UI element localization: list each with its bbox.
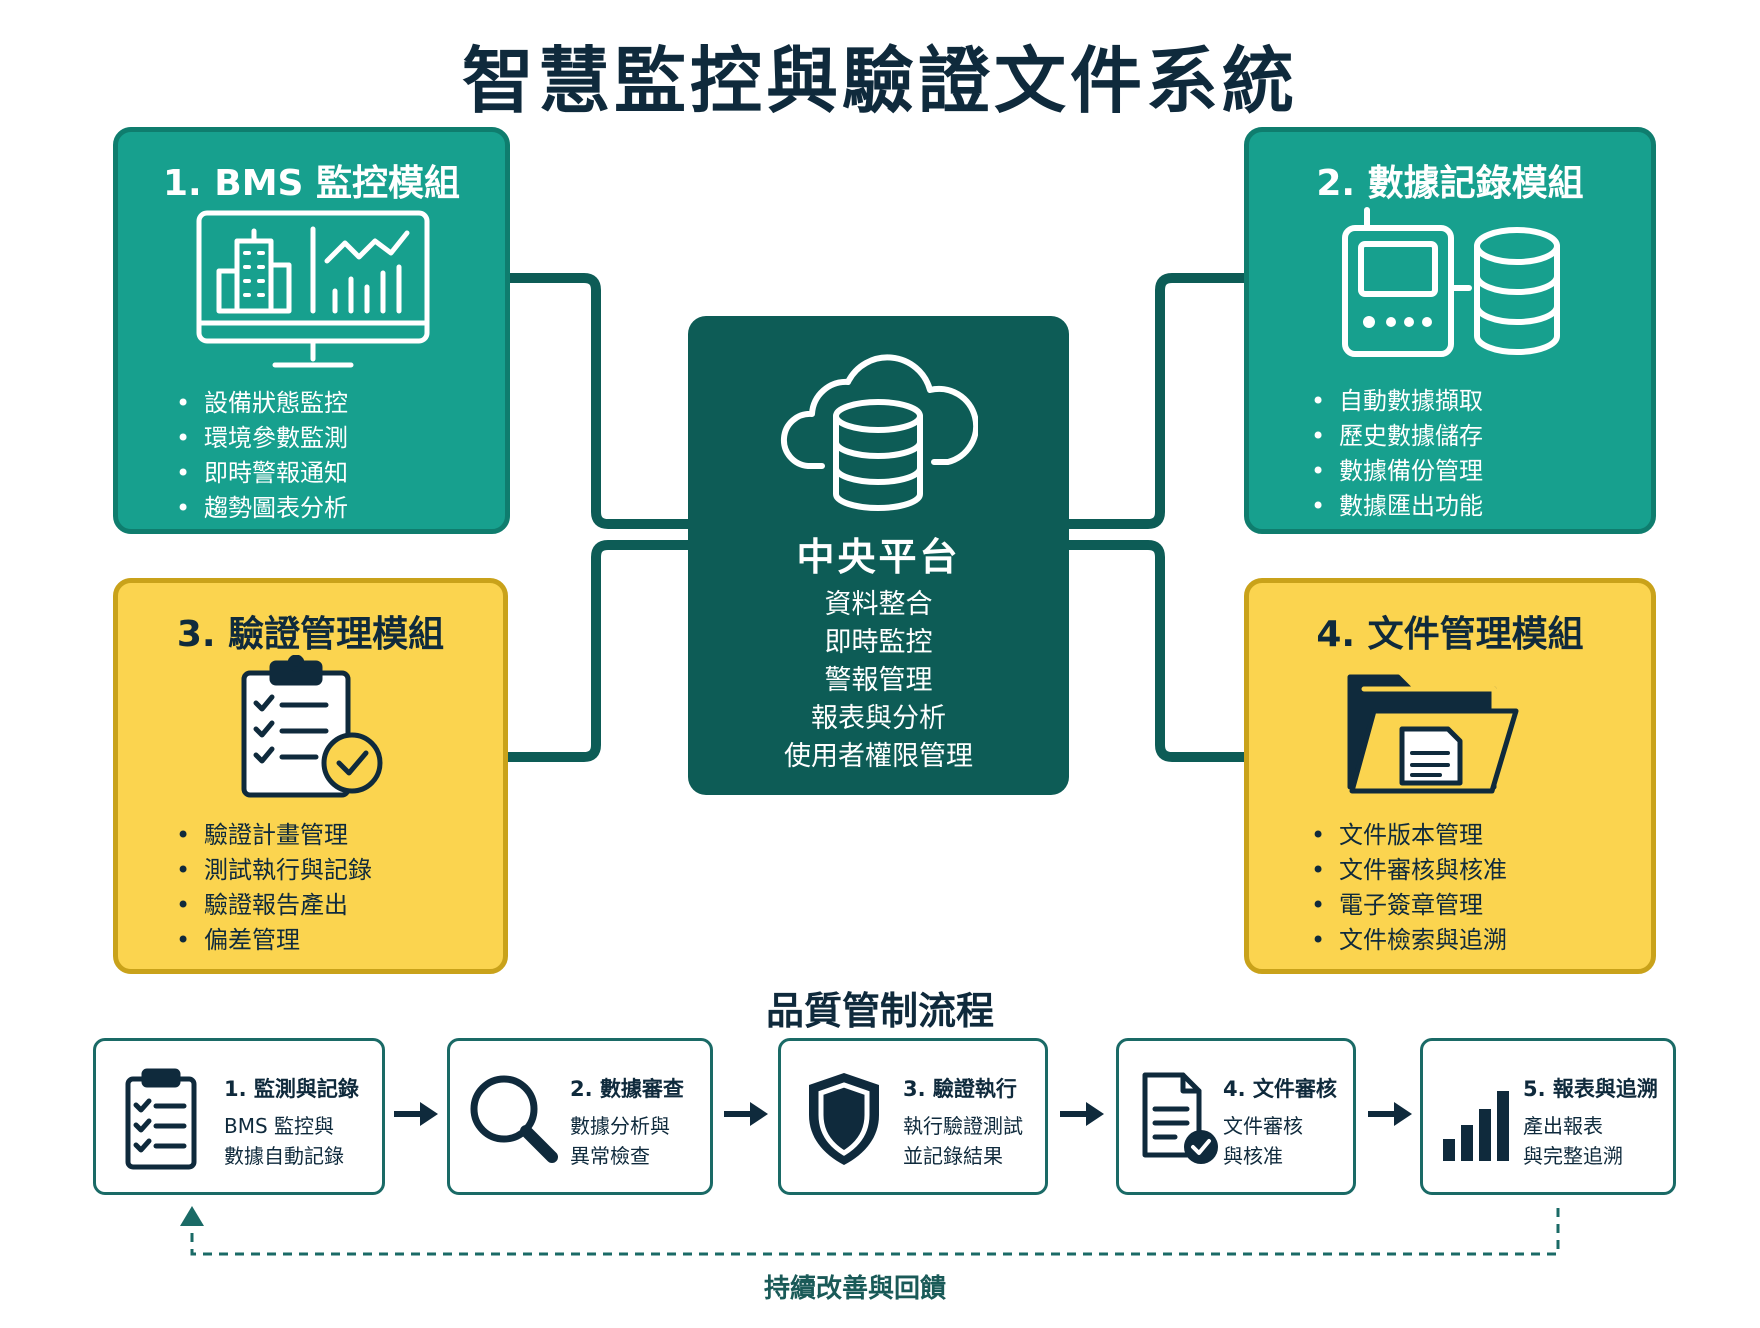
- central-feature: 報表與分析: [811, 703, 946, 734]
- qc-step-4: 4. 文件審核 文件審核 與核准: [1116, 1038, 1356, 1195]
- arrow-right-icon: [1060, 1102, 1104, 1126]
- document-check-icon: [1142, 1072, 1218, 1164]
- shield-icon: [809, 1073, 879, 1165]
- module-feature: 驗證計畫管理: [176, 818, 372, 853]
- qc-step-desc-line: 文件審核: [1223, 1114, 1303, 1138]
- qc-step-title: 5. 報表與追溯: [1523, 1077, 1658, 1101]
- module-data-logging: 2. 數據記錄模組 自動數據擷取 歷史數據儲存 數據備份管理 數據匯出功能: [1244, 127, 1656, 534]
- qc-step-desc-line: 異常檢查: [570, 1144, 650, 1168]
- qc-step-desc-line: 執行驗證測試: [903, 1114, 1023, 1138]
- module-feature: 自動數據擷取: [1311, 384, 1483, 419]
- qc-step-desc-line: 並記錄結果: [903, 1144, 1003, 1168]
- page-title: 智慧監控與驗證文件系統: [461, 39, 1298, 123]
- qc-step-desc-line: 數據自動記錄: [224, 1144, 344, 1168]
- module-validation-management: 3. 驗證管理模組 驗證計畫管理 測試執行與記錄 驗證報告產出 偏差管理: [113, 578, 508, 974]
- module-feature: 文件檢索與追溯: [1311, 923, 1507, 958]
- qc-step-title: 3. 驗證執行: [903, 1077, 1017, 1101]
- connector-module-3: [508, 540, 688, 762]
- monitor-building-chart-icon: [196, 210, 430, 368]
- module-feature: 偏差管理: [176, 923, 372, 958]
- module-title: 4. 文件管理模組: [1316, 614, 1584, 655]
- central-title: 中央平台: [796, 535, 961, 579]
- feedback-loop-label: 持續改善與回饋: [763, 1274, 946, 1304]
- module-feature: 數據匯出功能: [1311, 489, 1483, 524]
- arrow-right-icon: [724, 1102, 768, 1126]
- module-feature: 即時警報通知: [176, 456, 348, 491]
- module-title: 2. 數據記錄模組: [1316, 163, 1584, 204]
- magnifier-icon: [470, 1075, 558, 1163]
- arrow-right-icon: [394, 1102, 438, 1126]
- central-feature: 資料整合: [824, 589, 933, 620]
- qc-step-2: 2. 數據審查 數據分析與 異常檢查: [447, 1038, 713, 1195]
- qc-step-title: 4. 文件審核: [1223, 1077, 1337, 1101]
- module-feature: 文件版本管理: [1311, 818, 1507, 853]
- clipboard-check-icon: [241, 655, 383, 798]
- central-feature: 即時監控: [824, 627, 933, 658]
- arrow-right-icon: [1368, 1102, 1412, 1126]
- clipboard-list-icon: [125, 1068, 197, 1170]
- module-feature: 數據備份管理: [1311, 454, 1483, 489]
- qc-step-title: 1. 監測與記錄: [224, 1077, 359, 1101]
- module-feature: 電子簽章管理: [1311, 888, 1507, 923]
- qc-step-3: 3. 驗證執行 執行驗證測試 並記錄結果: [778, 1038, 1048, 1195]
- module-feature: 趨勢圖表分析: [176, 491, 348, 526]
- module-feature: 環境參數監測: [176, 421, 348, 456]
- feedback-loop-line: [190, 1208, 1560, 1256]
- module-feature: 歷史數據儲存: [1311, 419, 1483, 454]
- module-feature: 測試執行與記錄: [176, 853, 372, 888]
- connector-module-1: [510, 273, 688, 529]
- qc-step-5: 5. 報表與追溯 產出報表 與完整追溯: [1420, 1038, 1676, 1195]
- qc-step-1: 1. 監測與記錄 BMS 監控與 數據自動記錄: [93, 1038, 385, 1195]
- folder-document-icon: [1347, 674, 1519, 794]
- cloud-database-icon: [781, 354, 978, 511]
- central-feature: 使用者權限管理: [784, 741, 973, 772]
- module-bms-monitoring: 1. BMS 監控模組: [113, 127, 510, 534]
- module-document-management: 4. 文件管理模組 文件版本管理 文件審核與核准 電子簽章管理 文件檢索與追溯: [1244, 578, 1656, 974]
- qc-step-desc-line: BMS 監控與: [224, 1114, 335, 1138]
- central-feature: 警報管理: [824, 665, 933, 696]
- qc-step-desc-line: 與完整追溯: [1523, 1144, 1623, 1168]
- connector-module-2: [1069, 273, 1244, 529]
- connector-module-4: [1069, 540, 1244, 762]
- qc-step-desc-line: 產出報表: [1523, 1114, 1603, 1138]
- feedback-loop-arrowhead: [180, 1206, 204, 1226]
- qc-step-desc-line: 與核准: [1223, 1144, 1283, 1168]
- module-feature: 驗證報告產出: [176, 888, 372, 923]
- qc-step-desc-line: 數據分析與: [570, 1114, 670, 1138]
- qc-process-title: 品質管制流程: [765, 989, 994, 1033]
- qc-step-title: 2. 數據審查: [570, 1077, 684, 1101]
- module-feature: 文件審核與核准: [1311, 853, 1507, 888]
- module-title: 1. BMS 監控模組: [163, 163, 460, 204]
- data-logger-database-icon: [1342, 207, 1560, 357]
- bar-chart-icon: [1443, 1091, 1509, 1161]
- central-platform: 中央平台 資料整合 即時監控 警報管理 報表與分析 使用者權限管理: [688, 316, 1069, 795]
- module-feature: 設備狀態監控: [176, 386, 348, 421]
- module-title: 3. 驗證管理模組: [176, 614, 445, 655]
